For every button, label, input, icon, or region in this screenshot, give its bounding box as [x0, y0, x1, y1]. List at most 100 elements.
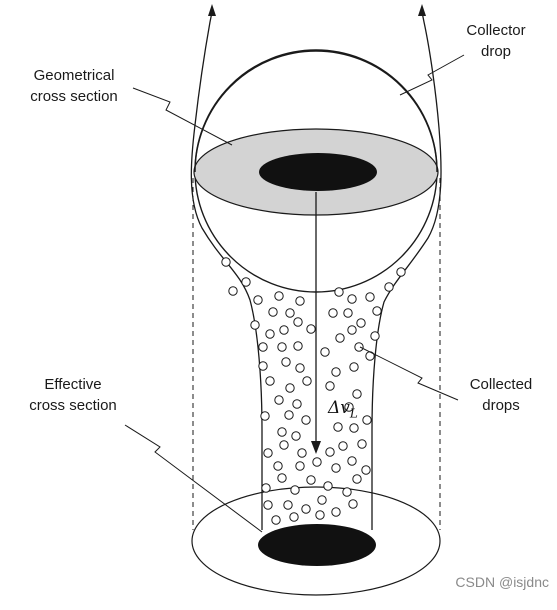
velocity-symbol: Δv: [328, 398, 350, 418]
collected-drop: [396, 267, 406, 277]
collected-drop: [297, 448, 307, 458]
collected-drop: [344, 402, 354, 412]
collected-drop: [273, 461, 283, 471]
collected-drops-group: [221, 257, 406, 525]
collected-drop: [241, 277, 251, 287]
collected-drop: [285, 383, 295, 393]
velocity-subscript: L: [349, 406, 358, 421]
collected-drop: [268, 307, 278, 317]
collected-drop: [295, 296, 305, 306]
collected-drop: [277, 427, 287, 437]
collected-drop: [292, 399, 302, 409]
collected-drop: [347, 325, 357, 335]
collector-drop-label-line1: Collector: [466, 22, 526, 39]
collected-drop: [289, 512, 299, 522]
collected-drop: [325, 447, 335, 457]
geometrical-cross-section-leader: [132, 87, 233, 146]
collected-drop: [348, 499, 358, 509]
collected-drops-label-line2: drops: [482, 397, 520, 414]
collected-drop: [372, 306, 382, 316]
collected-drop: [370, 331, 380, 341]
velocity-label: ΔvL: [328, 398, 358, 420]
collected-drop: [352, 474, 362, 484]
collected-drop: [250, 320, 260, 330]
collected-drops-label: Collected drops: [456, 374, 546, 416]
right-streamline: [371, 11, 442, 530]
effective-cross-section-leader: [124, 424, 263, 533]
effective-cross-section-label-line1: Effective: [44, 376, 102, 393]
collected-drop: [302, 376, 312, 386]
collected-drop: [325, 381, 335, 391]
effective-cross-section-label-line2: cross section: [29, 397, 117, 414]
collected-drop: [295, 363, 305, 373]
collected-drop: [328, 308, 338, 318]
geometrical-cross-section-label-line2: cross section: [30, 88, 118, 105]
collected-drop: [293, 317, 303, 327]
collected-drop: [349, 362, 359, 372]
collected-drop: [331, 507, 341, 517]
collected-drop: [333, 422, 343, 432]
right-streamline-arrowhead: [418, 4, 426, 16]
collected-drop: [265, 329, 275, 339]
geometrical-cross-section-label: Geometrical cross section: [4, 65, 144, 107]
collected-drop: [301, 415, 311, 425]
effective-cross-section-disk: [258, 524, 376, 566]
left-streamline: [190, 11, 263, 530]
collected-drop: [274, 291, 284, 301]
collected-drop: [335, 333, 345, 343]
collected-drop: [352, 389, 362, 399]
collected-drop: [253, 295, 263, 305]
collected-drop: [323, 481, 333, 491]
collected-drop: [291, 431, 301, 441]
collected-drop: [293, 341, 303, 351]
collected-drop: [347, 456, 357, 466]
collected-drop: [301, 504, 311, 514]
collected-drop: [290, 485, 300, 495]
collected-drop: [265, 376, 275, 386]
collected-drop: [338, 441, 348, 451]
collected-drop: [334, 287, 344, 297]
collected-drop: [354, 342, 364, 352]
collected-drop: [365, 292, 375, 302]
collected-drop: [277, 473, 287, 483]
collected-drop: [331, 367, 341, 377]
collected-drop: [258, 342, 268, 352]
collected-drop: [306, 324, 316, 334]
watermark: CSDN @isjdnc: [455, 574, 549, 590]
collected-drop: [384, 282, 394, 292]
collected-drop: [306, 475, 316, 485]
collected-drop: [258, 361, 268, 371]
left-streamline-arrowhead: [208, 4, 216, 16]
collected-drop: [349, 423, 359, 433]
geometrical-cross-section-label-line1: Geometrical: [33, 67, 115, 84]
collected-drop: [277, 342, 287, 352]
collected-drop: [285, 308, 295, 318]
collected-drop: [261, 483, 271, 493]
collected-drop: [312, 457, 322, 467]
collector-drop-label: Collector drop: [448, 20, 544, 62]
geometrical-core: [259, 153, 377, 191]
collected-drop: [315, 510, 325, 520]
collected-drop: [295, 461, 305, 471]
collected-drop: [342, 487, 352, 497]
collected-drop: [362, 415, 372, 425]
base-ellipse: [191, 486, 441, 596]
collected-drop: [284, 410, 294, 420]
collected-drops-leader: [359, 346, 459, 401]
collected-drop: [317, 495, 327, 505]
collected-drop: [361, 465, 371, 475]
collected-drop: [347, 294, 357, 304]
collector-drop-label-line2: drop: [480, 43, 512, 60]
collected-drop: [260, 411, 270, 421]
collected-drop: [271, 515, 281, 525]
collected-drop: [320, 347, 330, 357]
effective-cross-section-label: Effective cross section: [8, 374, 138, 416]
collector-drop-front-arc: [194, 50, 438, 173]
collected-drop: [279, 440, 289, 450]
collected-drop: [279, 325, 289, 335]
collected-drop: [356, 318, 366, 328]
collected-drop: [228, 286, 238, 296]
collector-drop-leader: [399, 54, 465, 96]
